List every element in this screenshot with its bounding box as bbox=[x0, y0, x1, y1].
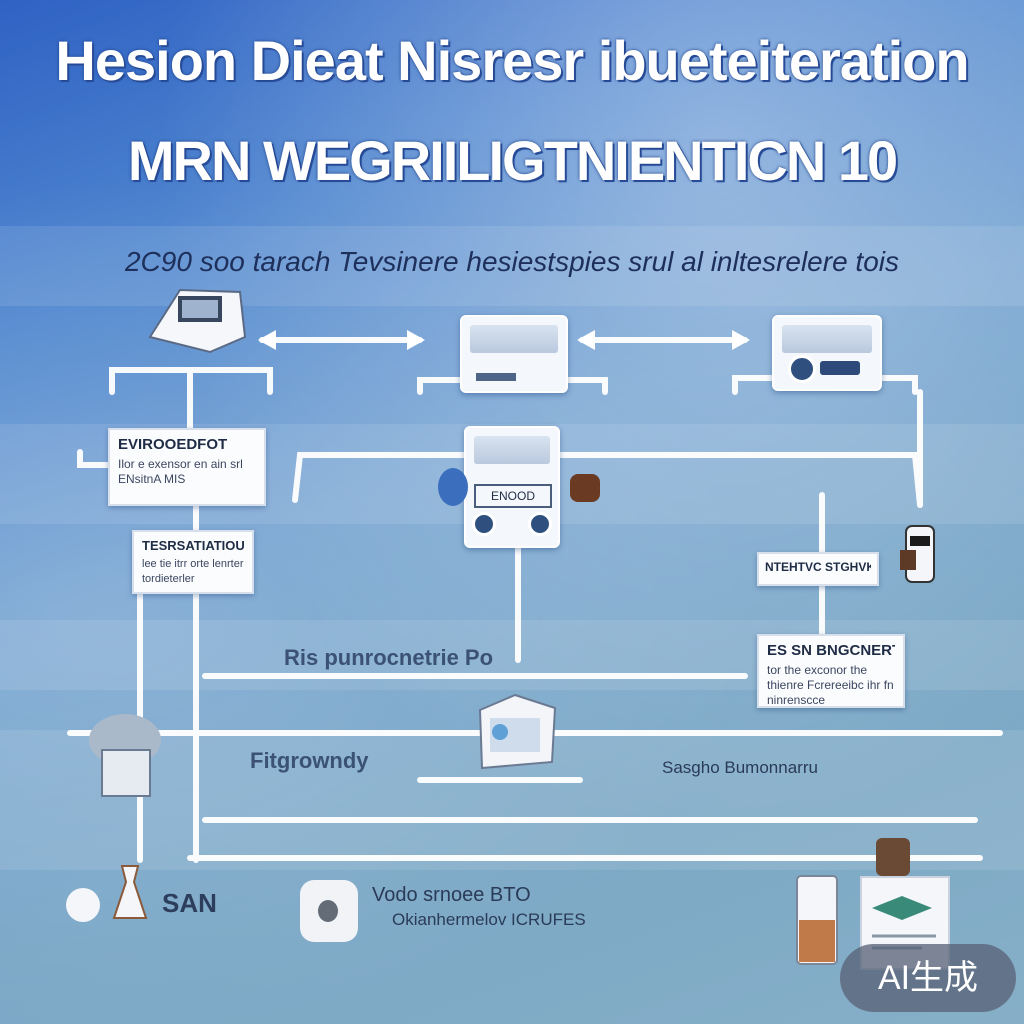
node-dot-icon bbox=[788, 355, 816, 383]
title-line-1: Hesion Dieat Nisresr ibueteiteration bbox=[55, 29, 969, 92]
card-right-lower: ES SN BNGCNERT tor the exconor the thien… bbox=[757, 634, 905, 708]
ai-generated-badge: AI生成 bbox=[840, 944, 1016, 1012]
label-bottom-a: SAN bbox=[162, 888, 217, 918]
robot-icon bbox=[896, 520, 940, 590]
arrow-head-center-right bbox=[407, 330, 425, 350]
flask-icon bbox=[110, 862, 150, 922]
card-heading: EVIROOEDFOT bbox=[118, 436, 228, 453]
node-screen bbox=[474, 436, 550, 464]
band-subtitle bbox=[0, 226, 1024, 306]
node-screen bbox=[470, 325, 558, 353]
card-right-small: NTEHTVC STGHVKS bbox=[757, 552, 879, 586]
node-screen bbox=[782, 325, 872, 353]
beaker-icon bbox=[794, 872, 840, 968]
card-left-upper: EVIROOEDFOT Ilor e exensor en ain srl EN… bbox=[108, 428, 266, 506]
card-left-lower: TESRSATIATIOUC lee tie itrr orte lenrter… bbox=[132, 530, 254, 594]
cabinet-icon bbox=[876, 838, 910, 876]
label-bottom-b: Vodo srnoee BTO bbox=[372, 884, 531, 906]
arrow-head-center-left bbox=[577, 330, 595, 350]
globe-icon bbox=[438, 468, 468, 506]
person-icon bbox=[66, 888, 100, 922]
arrow-head-right bbox=[732, 330, 750, 350]
node-dot-icon bbox=[528, 512, 552, 536]
label-low-right: Sasgho Bumonnarru bbox=[662, 758, 818, 777]
server-node-top-right bbox=[772, 315, 882, 391]
arrow-head-left bbox=[258, 330, 276, 350]
node-bar bbox=[476, 373, 516, 381]
card-body: tor the exconor the thienre Fcrereeibc i… bbox=[767, 663, 894, 707]
node-dot-icon bbox=[472, 512, 496, 536]
server-node-top-center bbox=[460, 315, 568, 393]
subtitle: 2C90 soo tarach Tevsinere hesiestspies s… bbox=[124, 246, 900, 277]
document-icon bbox=[300, 880, 358, 942]
server-node-middle-center: ENOOD bbox=[464, 426, 560, 548]
card-body: Ilor e exensor en ain srl ENsitnA MIS bbox=[118, 457, 243, 486]
label-mid-row: Ris punrocnetrie Po bbox=[284, 645, 494, 670]
document-stamp-icon bbox=[318, 900, 338, 922]
label-bottom-c: Okianhermelov ICRUFES bbox=[392, 910, 586, 929]
card-body: lee tie itrr orte lenrter tordieterler bbox=[142, 558, 244, 585]
card-heading: TESRSATIATIOUC bbox=[142, 538, 244, 553]
title-line-2: MRN WEGRIILIGTNIENTICN 10 bbox=[127, 129, 898, 192]
box-icon bbox=[570, 474, 600, 502]
line-mid-left-elbow bbox=[77, 449, 113, 468]
card-heading: NTEHTVC STGHVKS bbox=[765, 560, 871, 574]
line-middle-horizontal bbox=[292, 452, 923, 508]
label-low-left: Fitgrowndy bbox=[250, 748, 369, 773]
terminal-device-icon bbox=[86, 710, 164, 800]
node-label: ENOOD bbox=[474, 484, 552, 508]
node-tray bbox=[820, 361, 860, 375]
printer-device-icon bbox=[140, 282, 250, 357]
card-heading: ES SN BNGCNERT bbox=[767, 642, 895, 659]
scanner-device-icon bbox=[470, 690, 560, 780]
